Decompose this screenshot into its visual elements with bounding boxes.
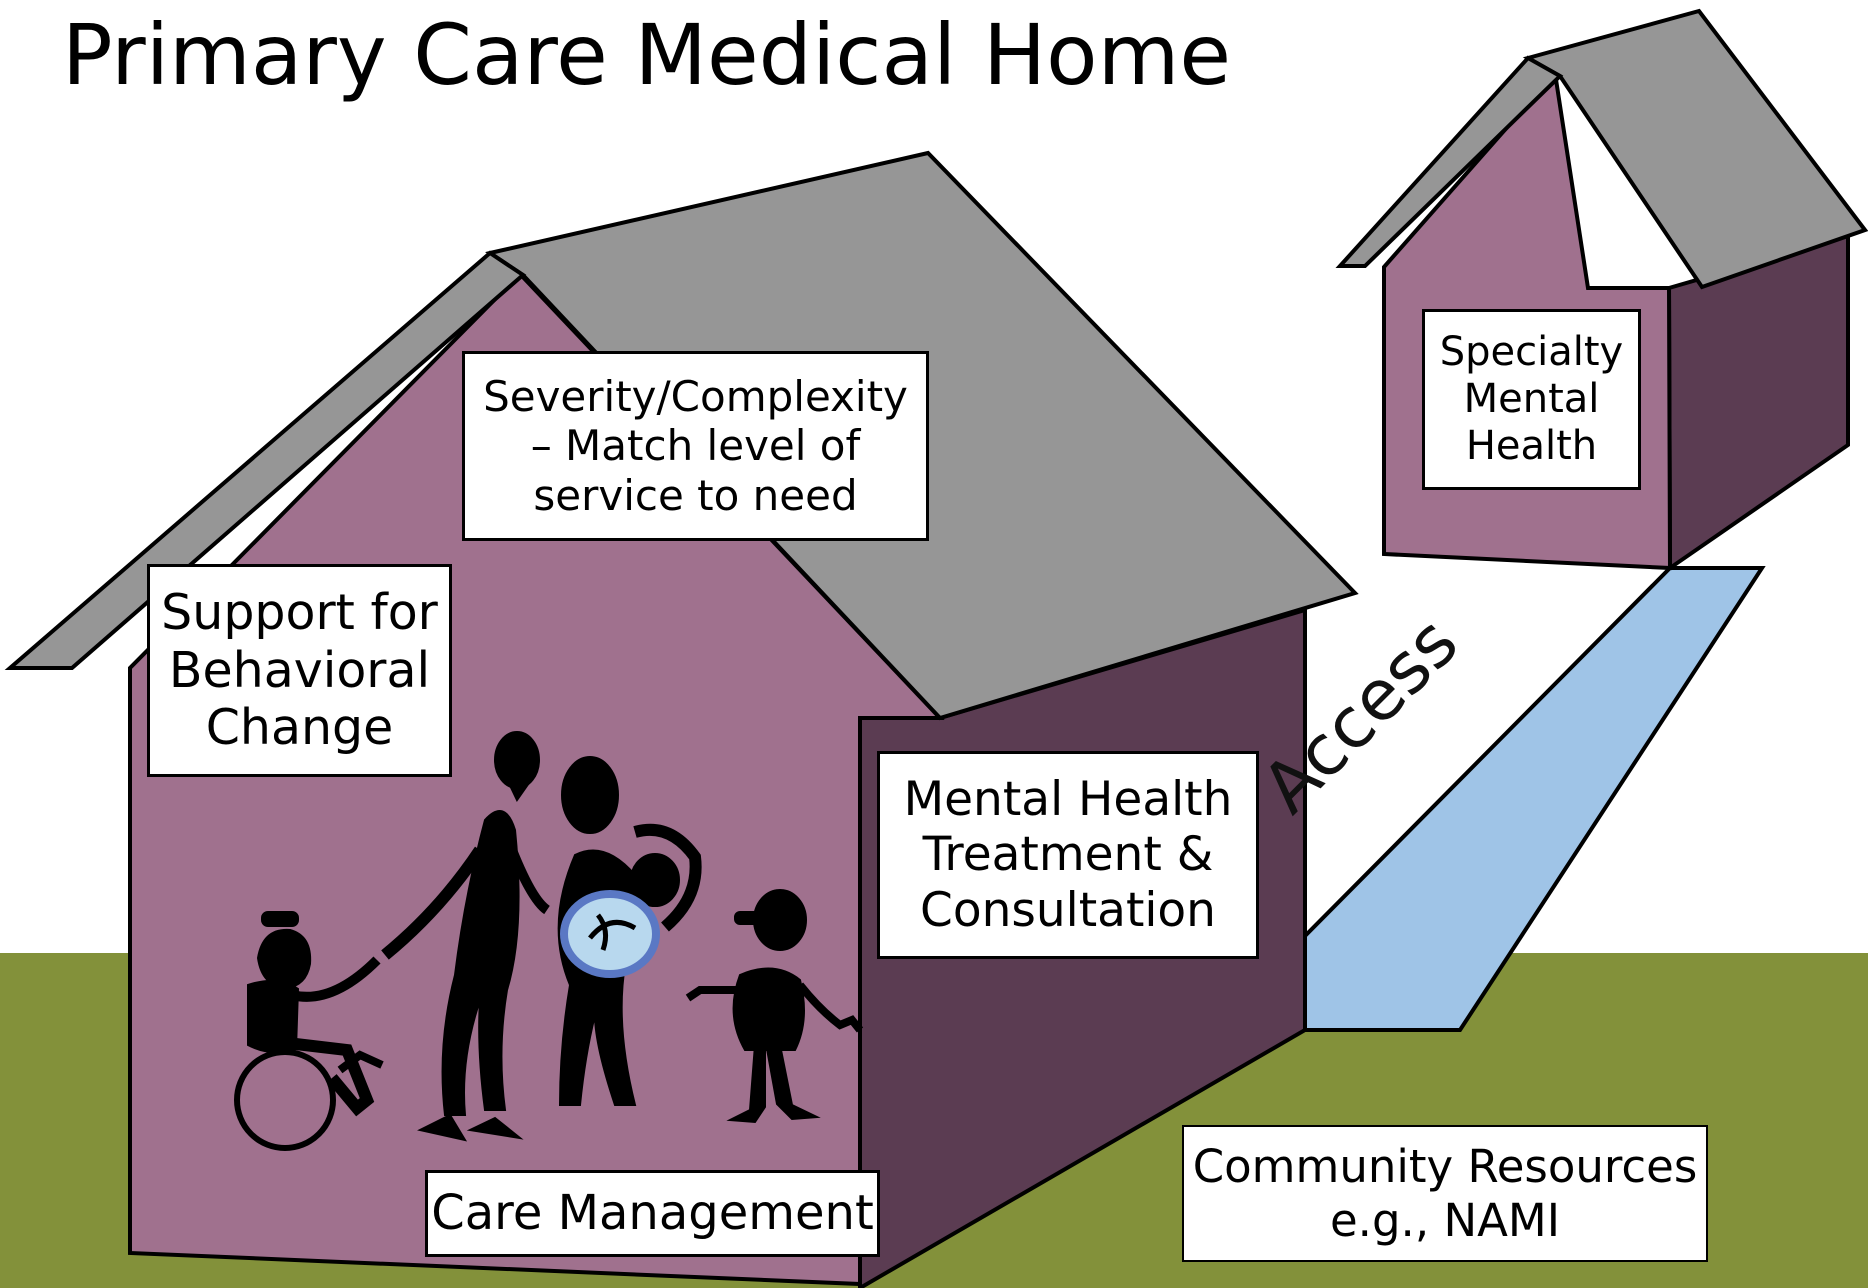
wheelchair-icon — [234, 911, 384, 1151]
severity-complexity-box: Severity/Complexity – Match level of ser… — [462, 351, 929, 541]
main-house-roof-edge — [4, 250, 527, 670]
care-management-box: Care Management — [425, 1170, 880, 1257]
specialty-house-roof-edge — [1335, 55, 1564, 268]
page-title: Primary Care Medical Home — [62, 6, 1232, 104]
community-resources-box: Community Resources e.g., NAMI — [1182, 1125, 1708, 1262]
specialty-mental-health-box: Specialty Mental Health — [1422, 309, 1641, 490]
mental-health-treatment-box: Mental Health Treatment & Consultation — [877, 751, 1259, 959]
specialty-house-side-wall — [1666, 233, 1850, 572]
behavioral-change-box: Support for Behavioral Change — [147, 564, 452, 777]
family-figures-icon — [234, 731, 864, 1151]
